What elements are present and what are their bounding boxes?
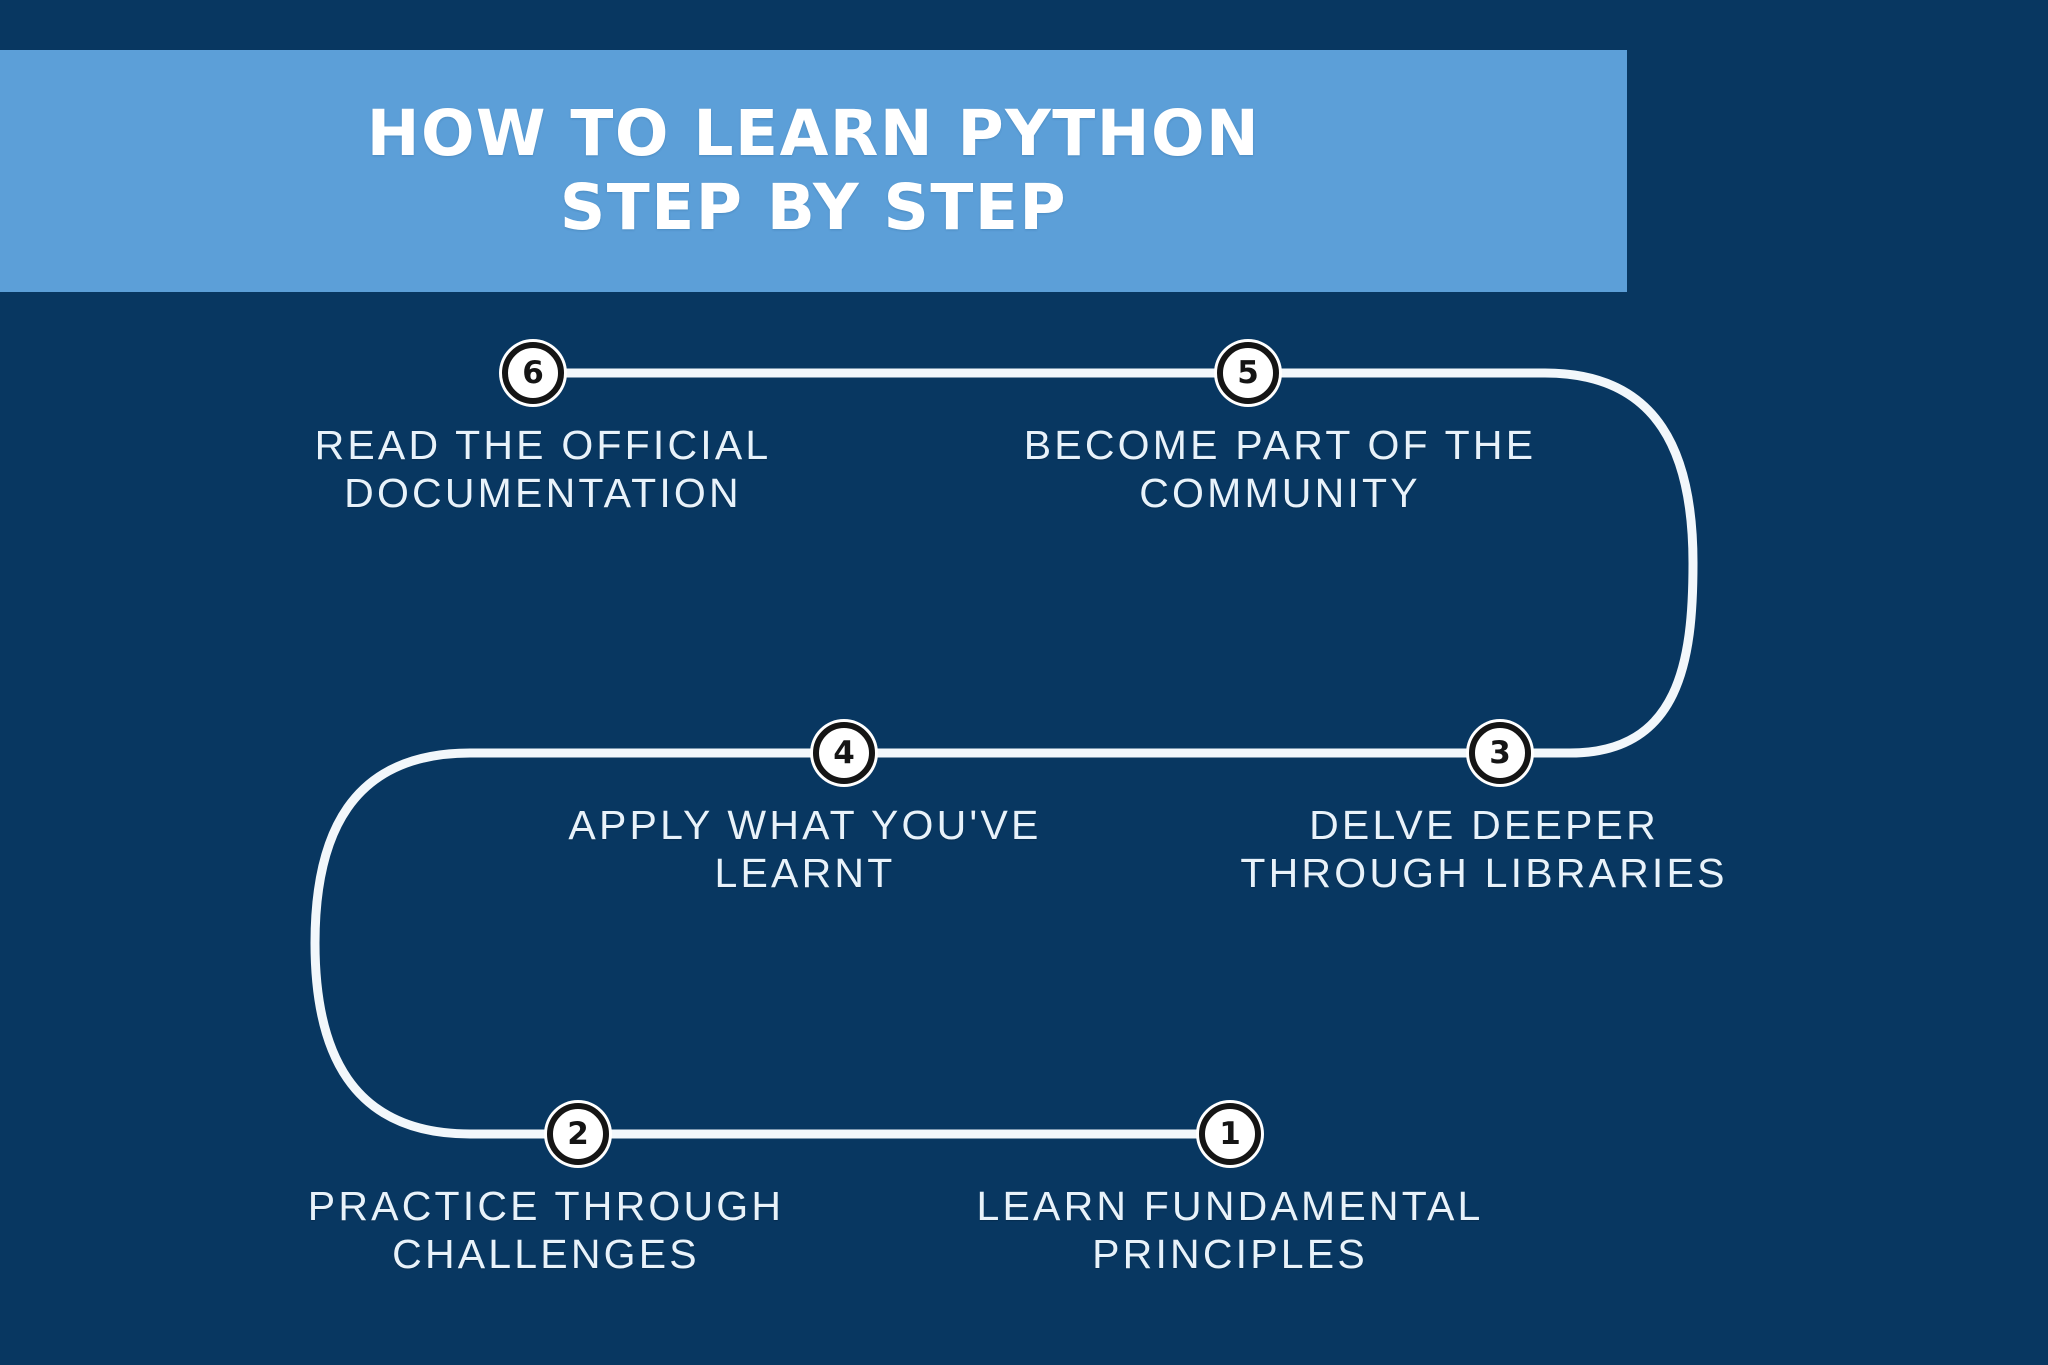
- step-number-label: 2: [567, 1115, 589, 1152]
- step-marker-6[interactable]: 6: [502, 342, 564, 404]
- step-number-label: 4: [833, 734, 855, 771]
- step-caption-3: DELVE DEEPER THROUGH LIBRARIES: [1240, 802, 1728, 896]
- step-marker-ring: [1469, 722, 1531, 784]
- step-marker-3[interactable]: 3: [1469, 722, 1531, 784]
- step-marker-ring: [1217, 342, 1279, 404]
- header-banner: HOW TO LEARN PYTHON STEP BY STEP: [0, 50, 1627, 292]
- page-title-line-1: HOW TO LEARN PYTHON: [366, 96, 1261, 170]
- step-marker-ring: [1199, 1103, 1261, 1165]
- step-caption-1: LEARN FUNDAMENTAL PRINCIPLES: [976, 1183, 1484, 1277]
- step-caption-6: READ THE OFFICIAL DOCUMENTATION: [314, 422, 772, 516]
- step-caption-4: APPLY WHAT YOU'VE LEARNT: [568, 802, 1042, 896]
- step-number-label: 5: [1237, 354, 1259, 391]
- step-number-label: 6: [522, 354, 544, 391]
- step-marker-5[interactable]: 5: [1217, 342, 1279, 404]
- step-marker-2[interactable]: 2: [547, 1103, 609, 1165]
- step-number-label: 3: [1489, 734, 1511, 771]
- step-marker-1[interactable]: 1: [1199, 1103, 1261, 1165]
- step-marker-ring: [547, 1103, 609, 1165]
- step-marker-4[interactable]: 4: [813, 722, 875, 784]
- page-title-line-2: STEP BY STEP: [559, 171, 1068, 244]
- step-caption-2: PRACTICE THROUGH CHALLENGES: [307, 1183, 785, 1277]
- step-marker-ring: [502, 342, 564, 404]
- step-marker-ring: [813, 722, 875, 784]
- step-caption-5: BECOME PART OF THE COMMUNITY: [1023, 422, 1537, 516]
- step-number-label: 1: [1219, 1115, 1241, 1152]
